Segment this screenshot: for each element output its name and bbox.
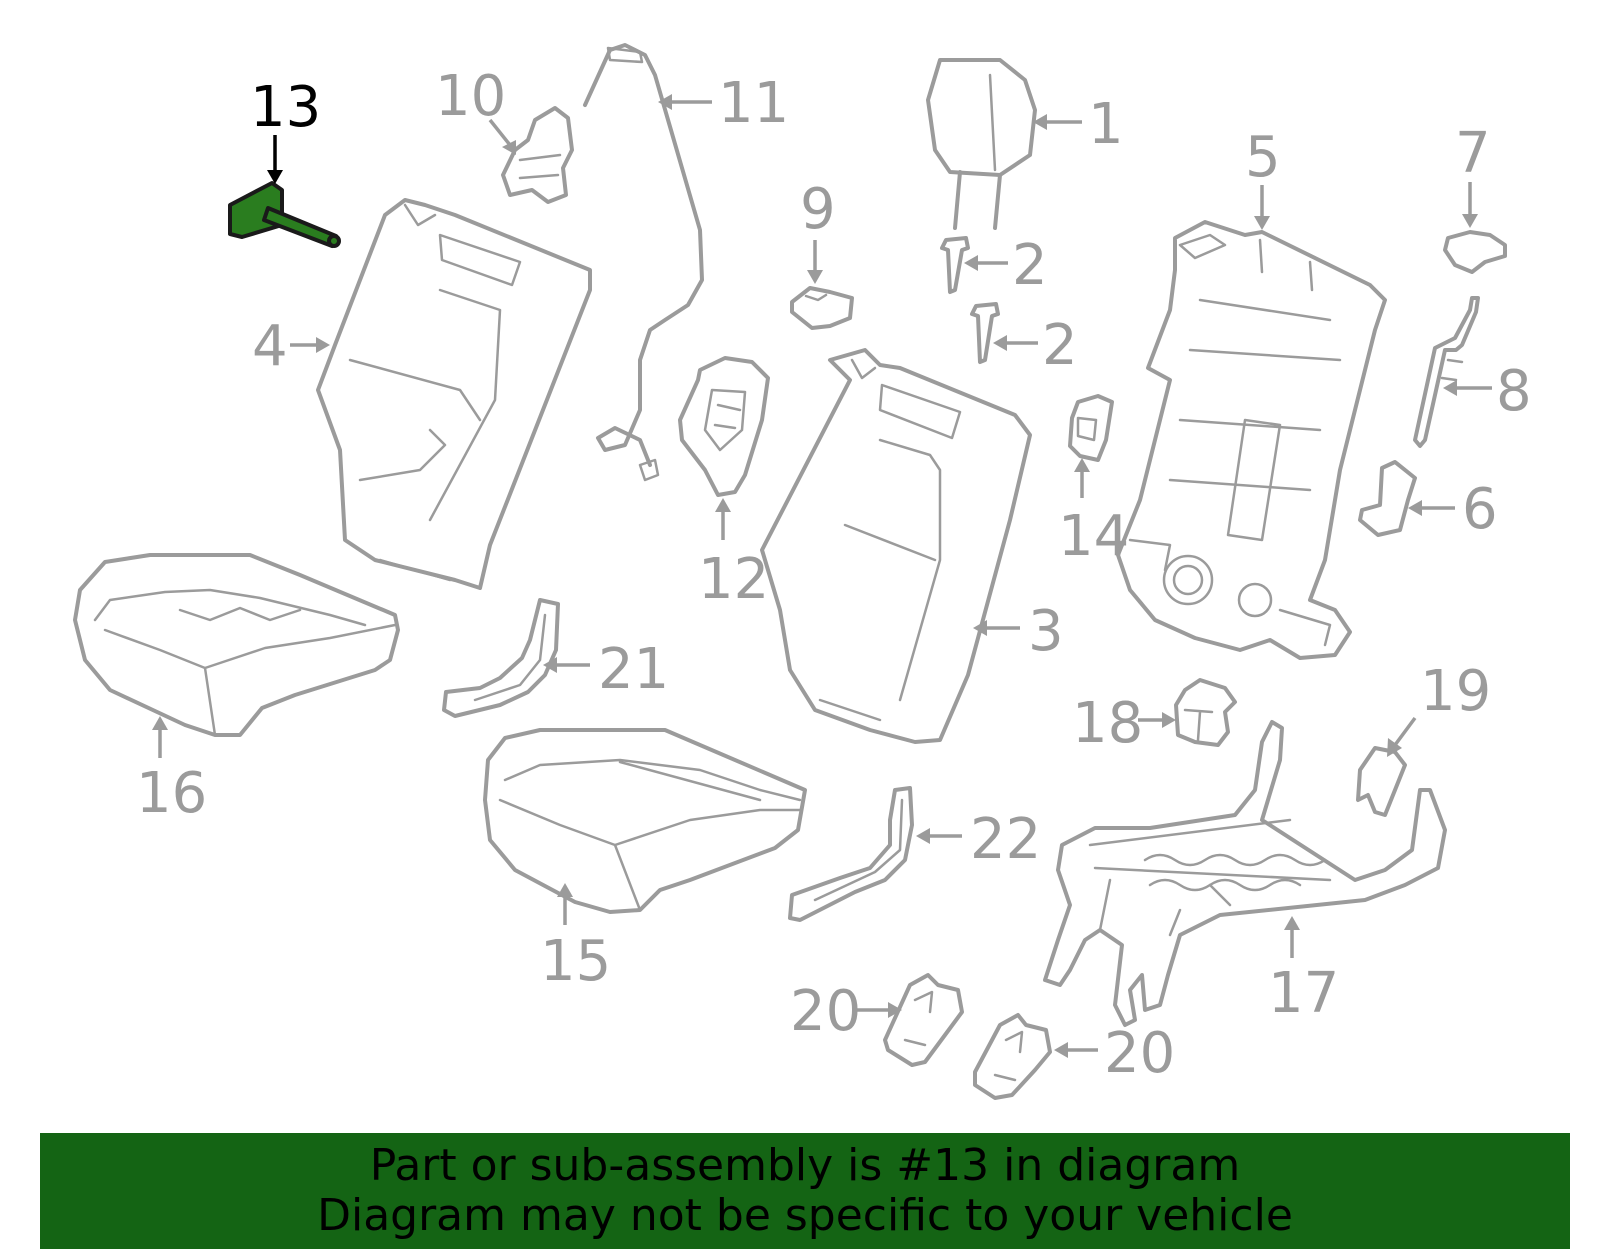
svg-text:5: 5 [1245,125,1281,190]
part-2-guide-upper[interactable] [940,236,970,294]
svg-text:11: 11 [718,71,789,136]
svg-text:8: 8 [1496,359,1532,424]
svg-text:10: 10 [435,64,506,129]
part-3-seatback[interactable] [760,348,1032,744]
part-13-bolt[interactable] [228,181,341,248]
svg-text:2: 2 [1042,313,1078,378]
svg-text:7: 7 [1455,121,1491,186]
svg-text:16: 16 [136,761,207,826]
banner-line-2: Diagram may not be specific to your vehi… [317,1190,1293,1241]
callout-10[interactable]: 10 [435,64,516,155]
callout-20b[interactable]: 20 [1054,1021,1175,1086]
svg-text:21: 21 [598,637,669,702]
svg-text:20: 20 [790,979,861,1044]
callout-1[interactable]: 1 [1033,92,1124,157]
callout-2b[interactable]: 2 [993,313,1078,378]
callout-2a[interactable]: 2 [964,233,1048,298]
part-5-seatback-frame[interactable] [1116,220,1387,660]
part-9-clip[interactable] [790,286,854,330]
svg-text:20: 20 [1104,1021,1175,1086]
part-1-headrest[interactable] [926,58,1037,230]
svg-text:2: 2 [1012,233,1048,298]
callout-17[interactable]: 17 [1268,916,1339,1026]
svg-text:12: 12 [698,547,769,612]
info-banner: Part or sub-assembly is #13 in diagram D… [40,1133,1570,1249]
svg-text:1: 1 [1088,92,1124,157]
callout-15[interactable]: 15 [540,883,611,994]
part-7-cap[interactable] [1443,230,1507,274]
callout-11[interactable]: 11 [658,71,789,136]
callout-8[interactable]: 8 [1443,359,1532,424]
svg-text:13: 13 [250,75,321,140]
svg-text:22: 22 [970,807,1041,872]
callout-16[interactable]: 16 [136,716,207,826]
part-8-rod[interactable] [1413,296,1480,448]
callout-20a[interactable]: 20 [790,979,902,1044]
svg-text:3: 3 [1028,599,1064,664]
part-12-side-panel[interactable] [678,356,770,497]
callout-19[interactable]: 19 [1387,659,1491,757]
svg-text:9: 9 [800,177,836,242]
part-22-trim-strip[interactable] [788,786,914,922]
callout-22[interactable]: 22 [916,807,1041,872]
svg-text:15: 15 [540,929,611,994]
callout-12[interactable]: 12 [698,498,769,612]
part-21-trim-strip[interactable] [442,598,560,718]
callout-9[interactable]: 9 [800,177,836,284]
part-4-seatback-cover[interactable] [316,198,592,590]
callout-21[interactable]: 21 [543,637,669,702]
svg-text:17: 17 [1268,961,1339,1026]
part-2-guide-lower[interactable] [970,302,1000,364]
banner-line-1: Part or sub-assembly is #13 in diagram [369,1140,1241,1191]
svg-text:18: 18 [1072,691,1143,756]
part-19-cover[interactable] [1356,746,1407,817]
part-17-cushion-frame[interactable] [1043,720,1447,1027]
part-20-cover-left[interactable] [883,973,964,1067]
part-15-seat-cushion[interactable] [483,728,807,914]
part-14-latch[interactable] [1068,394,1114,462]
part-6-trim[interactable] [1358,460,1417,537]
part-11-cable[interactable] [583,43,704,482]
svg-text:6: 6 [1462,477,1498,542]
part-18-cover[interactable] [1174,678,1237,747]
callout-3[interactable]: 3 [973,599,1064,664]
callout-7[interactable]: 7 [1455,121,1491,228]
svg-text:4: 4 [252,314,288,379]
svg-text:19: 19 [1420,659,1491,724]
callout-5[interactable]: 5 [1245,125,1281,230]
part-10-bracket[interactable] [501,106,574,204]
part-16-seat-cushion[interactable] [73,553,400,737]
callout-6[interactable]: 6 [1408,477,1498,542]
callout-4[interactable]: 4 [252,314,330,379]
callout-18[interactable]: 18 [1072,691,1176,756]
callout-13[interactable]: 13 [250,75,321,184]
part-20-cover-right[interactable] [973,1013,1052,1100]
